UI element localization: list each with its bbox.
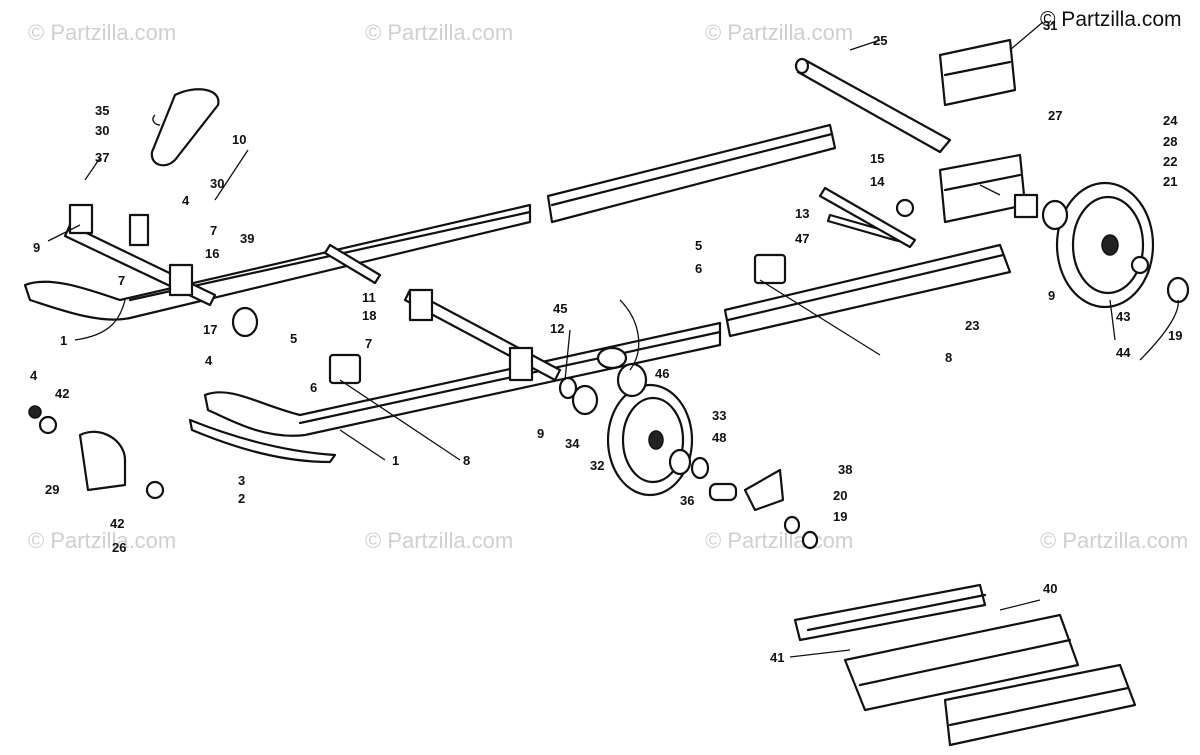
callout-label: 33: [712, 408, 726, 423]
callout-label: 9: [537, 426, 544, 441]
cross-shaft: [794, 57, 952, 154]
callout-label: 10: [232, 132, 246, 147]
callout-label: 38: [838, 462, 852, 477]
callout-label: 20: [833, 488, 847, 503]
callout-label: 42: [55, 386, 69, 401]
bolt: [818, 186, 917, 249]
track: [793, 583, 1137, 747]
callout-label: 14: [870, 174, 885, 189]
callout-label: 6: [310, 380, 317, 395]
callout-label: 30: [95, 123, 109, 138]
callout-label: 13: [795, 206, 809, 221]
watermark: © Partzilla.com: [365, 528, 513, 553]
callout-label: 7: [118, 273, 125, 288]
callout-label: 35: [95, 103, 109, 118]
callout-label: 34: [565, 436, 580, 451]
front-axle: [63, 203, 259, 338]
watermark: © Partzilla.com: [705, 20, 853, 45]
callout-label: 12: [550, 321, 564, 336]
callout-label: 25: [873, 33, 887, 48]
callout-label: 21: [1163, 174, 1177, 189]
block: [753, 253, 787, 285]
wheel-rear: [1041, 181, 1155, 309]
callout-label: 1: [60, 333, 67, 348]
callout-label: 4: [205, 353, 213, 368]
callout-label: 24: [1163, 113, 1178, 128]
leader-lines: [47, 21, 1179, 658]
watermark: © Partzilla.com: [705, 528, 853, 553]
hardware: [28, 198, 1190, 550]
callout-label: 40: [1043, 581, 1057, 596]
callout-label: 23: [965, 318, 979, 333]
callout-label: 11: [362, 290, 376, 305]
callout-label: 7: [365, 336, 372, 351]
callout-label: 45: [553, 301, 567, 316]
callout-label: 32: [590, 458, 604, 473]
callout-label: 37: [95, 150, 109, 165]
callout-label: 29: [45, 482, 59, 497]
watermark: © Partzilla.com: [365, 20, 513, 45]
callout-label: 17: [203, 322, 217, 337]
callout-label: 28: [1163, 134, 1177, 149]
callout-label: 36: [680, 493, 694, 508]
callout-label: 16: [205, 246, 219, 261]
watermark: © Partzilla.com: [28, 20, 176, 45]
callout-label: 4: [182, 193, 190, 208]
callout-label: 30: [210, 176, 224, 191]
callout-label: 9: [33, 240, 40, 255]
rear-axle: [323, 243, 562, 382]
watermark: © Partzilla.com: [28, 528, 176, 553]
callout-label: 46: [655, 366, 669, 381]
watermark: © Partzilla.com: [1040, 528, 1188, 553]
rear-bracket: [938, 38, 1039, 224]
callout-label: 39: [240, 231, 254, 246]
block: [328, 353, 362, 385]
callout-label: 26: [112, 540, 126, 555]
brand-label: © Partzilla.com: [1040, 8, 1182, 31]
callout-label: 2: [238, 491, 245, 506]
callout-label: 19: [833, 509, 847, 524]
callout-label: 5: [290, 331, 297, 346]
callout-label: 5: [695, 238, 702, 253]
callout-label: 3: [238, 473, 245, 488]
callout-label: 22: [1163, 154, 1177, 169]
callout-label: 48: [712, 430, 726, 445]
rail-lower: [203, 243, 1012, 437]
callout-label: 43: [1116, 309, 1130, 324]
callout-label: 4: [30, 368, 38, 383]
callout-label: 41: [770, 650, 784, 665]
callout-label: 6: [695, 261, 702, 276]
callout-label: 27: [1048, 108, 1062, 123]
callout-label: 8: [463, 453, 470, 468]
callout-label: 7: [210, 223, 217, 238]
callout-label: 42: [110, 516, 124, 531]
callout-labels: 1 1 2 3 4 4 4 5 5 6 6 7 7 7 8 8 9 9 9 10…: [30, 18, 1182, 665]
callout-label: 1: [392, 453, 399, 468]
callout-label: 15: [870, 151, 884, 166]
callout-label: 19: [1168, 328, 1182, 343]
front-arm: [150, 88, 220, 167]
callout-label: 9: [1048, 288, 1055, 303]
slide: [188, 418, 337, 464]
callout-label: 8: [945, 350, 952, 365]
watermarks: © Partzilla.com © Partzilla.com © Partzi…: [28, 20, 1188, 553]
callout-label: 47: [795, 231, 809, 246]
callout-label: 18: [362, 308, 376, 323]
callout-label: 31: [1043, 18, 1057, 33]
callout-label: 44: [1116, 345, 1131, 360]
